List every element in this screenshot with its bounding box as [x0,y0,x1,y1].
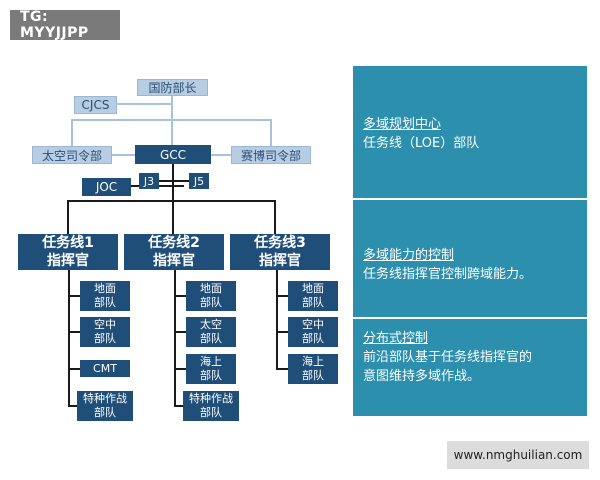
loe2-line1: 任务线2 [148,235,200,251]
col3-unit1-line1: 地面 [302,282,324,295]
connector-col2-unit4 [174,405,186,407]
loe2-line2: 指挥官 [153,253,195,269]
connector-col1-unit3 [68,368,80,370]
col1-unit1-line2: 部队 [94,296,116,309]
panel3-title: 分布式控制 [363,331,429,346]
connector-col3-unit3 [276,368,288,370]
cjcs-box: CJCS [74,96,117,114]
col2-unit4-line2: 部队 [200,406,222,419]
panel-distributed-control: 分布式控制 前沿部队基于任务线指挥官的 意图维持多域作战。 [353,319,587,416]
connector-col2-unit2 [174,331,186,333]
connector-gcc-trunk [172,164,174,234]
loe3-commander-box: 任务线3 指挥官 [230,234,330,270]
col3-air-forces-box: 空中 部队 [288,317,338,347]
panel3-line1: 前沿部队基于任务线指挥官的 [363,350,533,365]
col1-unit4-line1: 特种作战 [83,392,127,405]
loe3-line1: 任务线3 [254,235,306,251]
connector-col2-unit1 [174,295,186,297]
col2-unit1-line1: 地面 [200,282,222,295]
col1-unit2-line2: 部队 [94,332,116,345]
connector-col2-unit3 [174,368,186,370]
col3-unit2-line2: 部队 [302,332,324,345]
panel-multi-domain-control: 多域能力的控制 任务线指挥官控制跨域能力。 [353,200,587,317]
panel2-title: 多域能力的控制 [363,248,455,263]
watermark-label: www.nmghuilian.com [447,441,589,469]
connector-upper-horizontal [71,119,272,121]
connector-col3-vertical [276,270,278,370]
space-command-box: 太空司令部 [32,146,112,164]
connector-col1-unit2 [68,331,80,333]
col1-cmt-box: CMT [80,360,130,377]
loe2-commander-box: 任务线2 指挥官 [124,234,224,270]
connector-col1-vertical [68,270,70,406]
panel1-title: 多域规划中心 [363,117,442,132]
connector-col1-unit1 [68,295,80,297]
col2-unit4-line1: 特种作战 [189,392,233,405]
col2-unit3-line2: 部队 [200,369,222,382]
col1-ground-forces-box: 地面 部队 [80,281,130,311]
loe1-line2: 指挥官 [47,253,89,269]
joc-box: JOC [82,178,131,196]
cyber-command-box: 赛博司令部 [231,146,311,164]
panel3-line2: 意图维持多域作战。 [363,369,481,384]
connector-loe-horizontal [67,200,276,202]
col3-unit3-line1: 海上 [302,355,324,368]
connector-col1-unit4 [68,405,80,407]
col3-unit2-line1: 空中 [302,318,324,331]
connector-cjcs [117,103,173,105]
col3-unit1-line2: 部队 [302,296,324,309]
col1-air-forces-box: 空中 部队 [80,317,130,347]
col3-unit3-line2: 部队 [302,369,324,382]
col2-maritime-forces-box: 海上 部队 [186,354,236,384]
connector-col2-vertical [174,270,176,406]
connector-col3-unit2 [276,331,288,333]
col1-unit1-line1: 地面 [94,282,116,295]
col1-unit3-line1: CMT [93,361,117,375]
col2-unit3-line1: 海上 [200,355,222,368]
secretary-of-defense-box: 国防部长 [137,79,208,96]
col1-unit2-line1: 空中 [94,318,116,331]
col3-maritime-forces-box: 海上 部队 [288,354,338,384]
connector-staff [158,180,190,182]
col1-special-ops-box: 特种作战 部队 [77,391,133,421]
gcc-box: GCC [135,145,211,164]
col2-unit2-line1: 太空 [200,318,222,331]
connector-top-vertical [171,95,173,147]
col2-ground-forces-box: 地面 部队 [186,281,236,311]
col2-space-forces-box: 太空 部队 [186,317,236,347]
col1-unit4-line2: 部队 [94,406,116,419]
loe1-line1: 任务线1 [42,235,94,251]
connector-loe3 [274,200,276,235]
col3-ground-forces-box: 地面 部队 [288,281,338,311]
panel1-line1: 任务线（LOE）部队 [363,136,480,151]
panel-multi-domain-planning: 多域规划中心 任务线（LOE）部队 [353,66,587,198]
connector-cyber-vertical [270,119,272,146]
connector-col3-unit1 [276,295,288,297]
connector-space-vertical [71,119,73,146]
j5-box: J5 [189,173,209,189]
connector-loe1 [67,200,69,235]
col2-unit2-line2: 部队 [200,332,222,345]
loe3-line2: 指挥官 [259,253,301,269]
source-badge: TG: MYYJJPP [10,9,120,41]
loe1-commander-box: 任务线1 指挥官 [18,234,118,270]
panel2-line1: 任务线指挥官控制跨域能力。 [363,267,533,282]
col2-special-ops-box: 特种作战 部队 [183,391,239,421]
col2-unit1-line2: 部队 [200,296,222,309]
j3-box: J3 [139,173,159,189]
